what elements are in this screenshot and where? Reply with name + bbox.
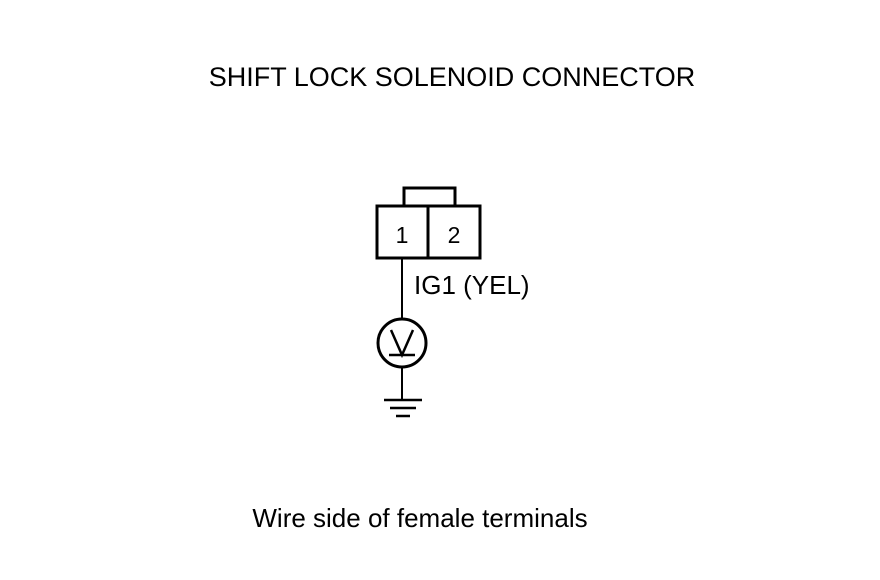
- connector-latch: [402, 186, 457, 206]
- terminal-2-label: 2: [448, 222, 461, 248]
- diagram-caption: Wire side of female terminals: [252, 503, 587, 533]
- voltmeter-icon: [376, 317, 428, 369]
- wire-label: IG1 (YEL): [414, 270, 530, 300]
- ground-icon: [384, 398, 422, 418]
- diagram-title: SHIFT LOCK SOLENOID CONNECTOR: [209, 62, 696, 92]
- terminal-1-label: 1: [396, 222, 409, 248]
- connector: [375, 186, 482, 260]
